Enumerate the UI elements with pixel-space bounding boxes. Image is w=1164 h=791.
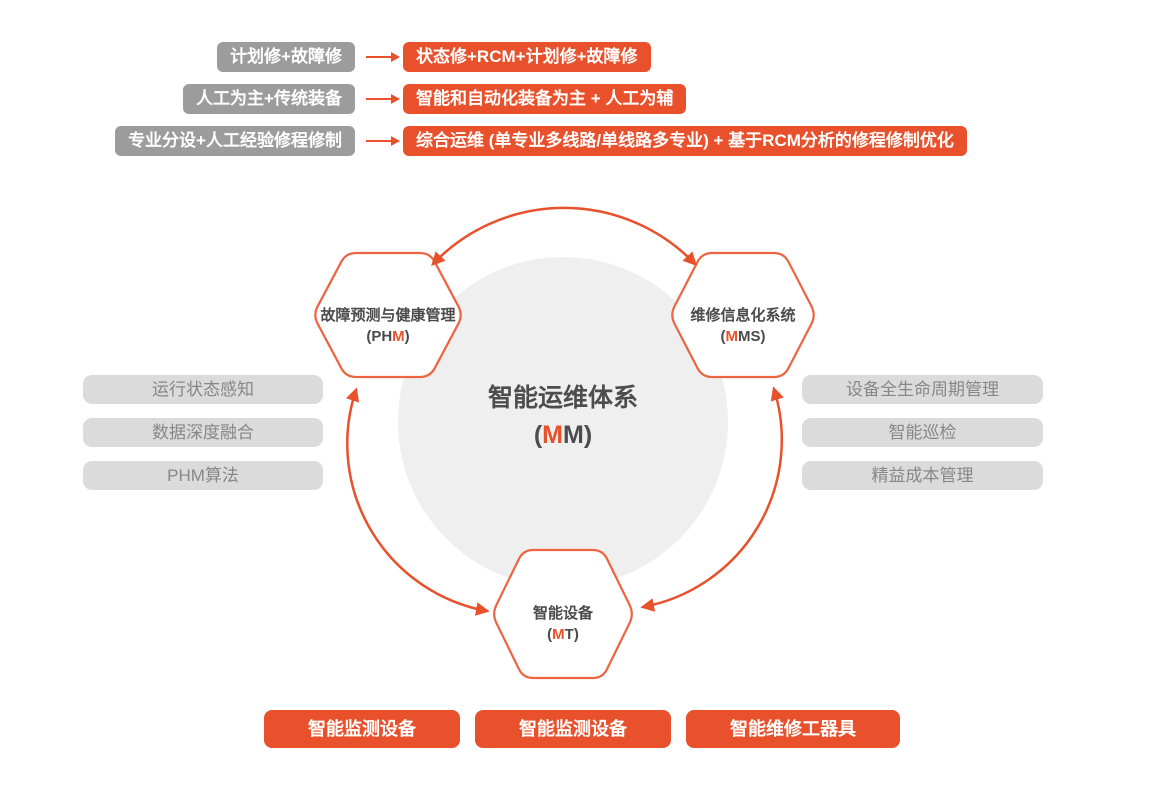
transformation-row-3: 专业分设+人工经验修程修制 综合运维 (单专业多线路/单线路多专业) + 基于R… [0,126,1100,156]
smart-mode-box-3: 综合运维 (单专业多线路/单线路多专业) + 基于RCM分析的修程修制优化 [403,126,967,156]
bottom-button-repair-tools: 智能维修工器具 [686,710,900,748]
right-pill-lifecycle: 设备全生命周期管理 [802,375,1043,404]
bottom-button-monitor-2: 智能监测设备 [475,710,671,748]
smart-mode-box-1: 状态修+RCM+计划修+故障修 [403,42,651,72]
legacy-mode-box-2: 人工为主+传统装备 [183,84,355,114]
bottom-button-monitor-1: 智能监测设备 [264,710,460,748]
legacy-mode-box-3: 专业分设+人工经验修程修制 [115,126,355,156]
transformation-row-2: 人工为主+传统装备 智能和自动化装备为主 + 人工为辅 [0,84,1100,114]
transformation-row-1: 计划修+故障修 状态修+RCM+计划修+故障修 [0,42,1100,72]
right-arrow-icon [366,97,392,101]
hexagon-phm-shape [314,251,462,379]
arc-top-bidirectional-arrow [431,206,697,266]
left-pill-operation-state: 运行状态感知 [83,375,323,404]
right-arrow-icon [366,139,392,143]
arc-right-bidirectional-arrow [640,386,784,612]
hexagon-mt-shape [493,548,633,680]
legacy-mode-box-1: 计划修+故障修 [217,42,355,72]
right-arrow-icon [366,55,392,59]
arc-left-bidirectional-arrow [346,387,490,616]
right-pill-smart-inspection: 智能巡检 [802,418,1043,447]
hexagon-mms-shape [671,251,815,379]
left-pill-phm-algorithm: PHM算法 [83,461,323,490]
right-pill-lean-cost: 精益成本管理 [802,461,1043,490]
equipment-button-bar: 智能监测设备 智能监测设备 智能维修工器具 [0,710,1164,748]
left-pill-data-fusion: 数据深度融合 [83,418,323,447]
smart-mode-box-2: 智能和自动化装备为主 + 人工为辅 [403,84,687,114]
transformation-list: 计划修+故障修 状态修+RCM+计划修+故障修 人工为主+传统装备 智能和自动化… [0,42,1100,168]
